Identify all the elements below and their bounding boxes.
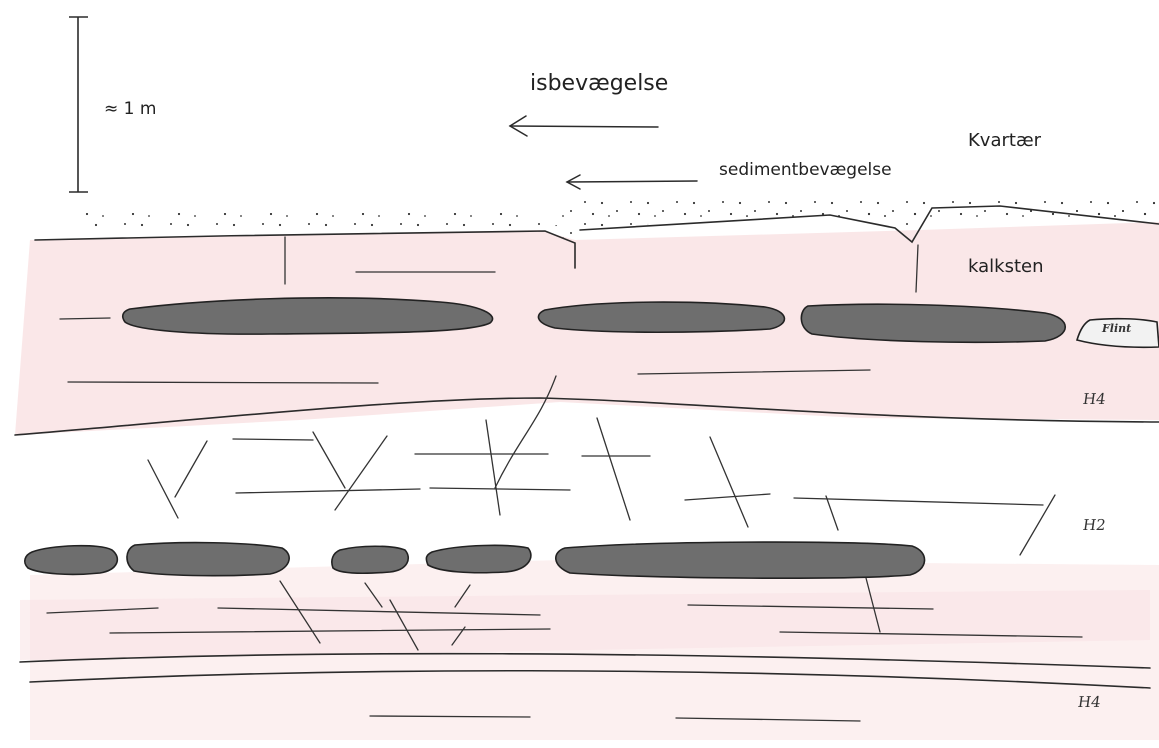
flint-nodule <box>556 542 925 578</box>
flint-nodule <box>332 546 408 573</box>
layer-h4-upper-label: H4 <box>1082 390 1107 408</box>
flint-nodule <box>123 298 493 334</box>
scale-bar <box>69 17 88 192</box>
ice-movement-label: isbevægelse <box>530 71 668 96</box>
flint-label: Flint <box>1102 322 1131 335</box>
limestone-label: kalksten <box>968 256 1043 277</box>
sediment-movement-label: sedimentbevægelse <box>719 160 892 180</box>
layer-h4-lower-label: H4 <box>1077 693 1102 711</box>
flint-nodule <box>426 545 531 572</box>
sediment-arrow-shaft <box>567 181 697 182</box>
scale-label: ≈ 1 m <box>104 99 156 119</box>
ice-arrow-shaft <box>510 126 658 127</box>
flint-nodule <box>25 546 118 575</box>
layer-h2-label: H2 <box>1082 516 1107 534</box>
flint-nodule <box>127 543 289 576</box>
movement-arrows <box>510 116 697 189</box>
quaternary-label: Kvartær <box>968 130 1041 151</box>
flint-nodule <box>538 302 784 332</box>
